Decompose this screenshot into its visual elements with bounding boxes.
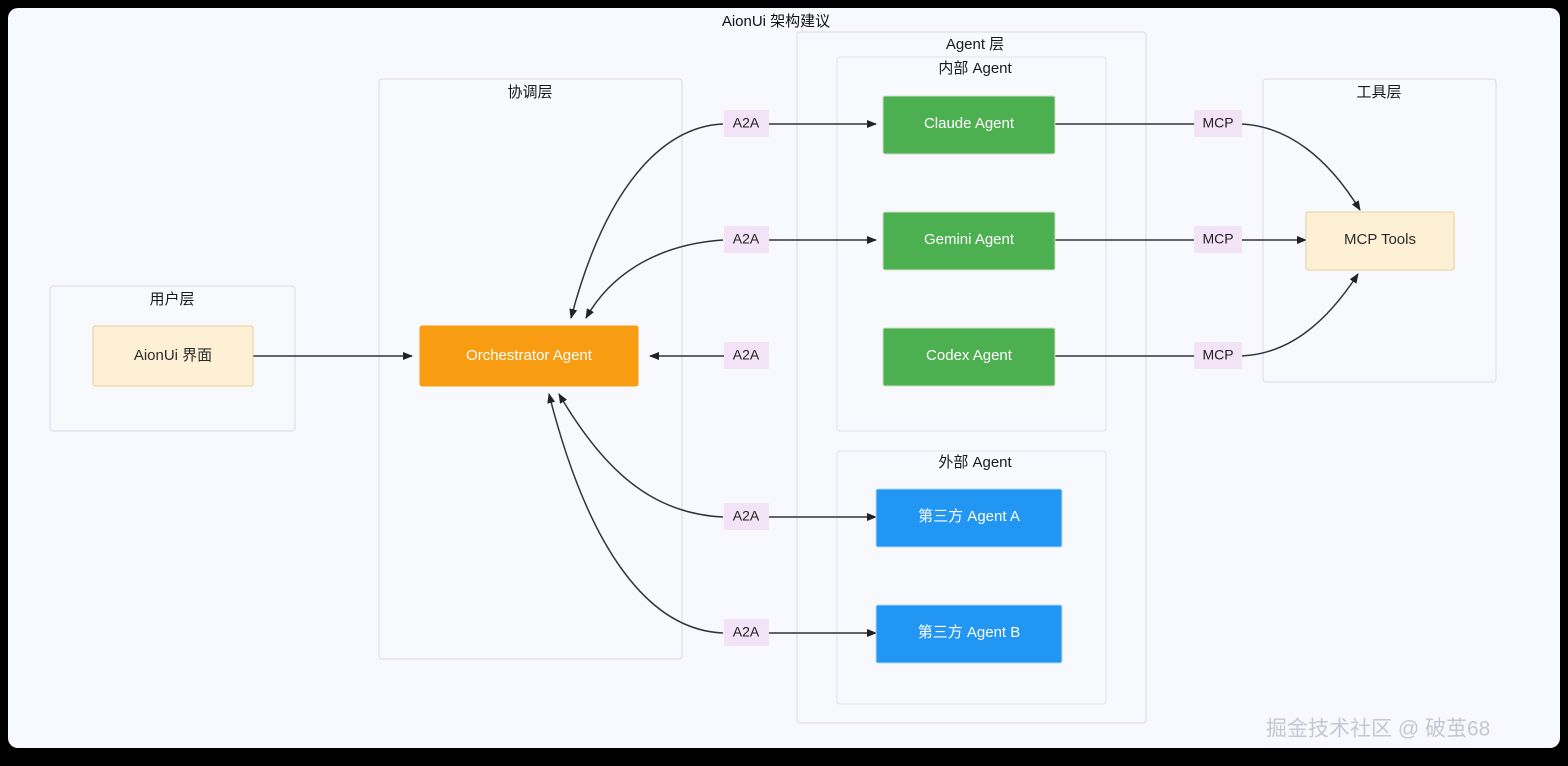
agent-layer-title: Agent 层 bbox=[946, 36, 1004, 53]
node-claude-agent-label: Claude Agent bbox=[924, 115, 1015, 132]
coordination-layer-title: 协调层 bbox=[507, 84, 552, 101]
edge-label-a2a-third-a: A2A bbox=[724, 503, 769, 530]
node-third-party-agent-b[interactable]: 第三方 Agent B bbox=[875, 604, 1063, 664]
edge-label-a2a-claude-text: A2A bbox=[733, 115, 760, 131]
edge-third-a-to-orchestrator bbox=[558, 393, 724, 518]
edge-label-a2a-claude: A2A bbox=[724, 110, 769, 137]
edge-label-a2a-gemini-text: A2A bbox=[733, 231, 760, 247]
edge-label-a2a-third-b: A2A bbox=[724, 619, 769, 646]
edge-label-mcp-gemini-text: MCP bbox=[1202, 231, 1233, 247]
edge-codex-to-mcp-tools bbox=[1240, 273, 1359, 357]
edge-gemini-to-orchestrator bbox=[585, 239, 724, 319]
node-third-party-agent-a[interactable]: 第三方 Agent A bbox=[875, 488, 1063, 548]
external-agent-title: 外部 Agent bbox=[938, 454, 1012, 471]
node-gemini-agent-label: Gemini Agent bbox=[924, 231, 1015, 248]
edges-group bbox=[253, 120, 1361, 637]
diagram-canvas: AionUi 架构建议 用户层 协调层 Agent 层 内部 Agent 外部 bbox=[8, 8, 1560, 748]
node-third-party-agent-b-label: 第三方 Agent B bbox=[918, 623, 1021, 641]
edge-label-a2a-codex: A2A bbox=[724, 342, 769, 369]
node-codex-agent[interactable]: Codex Agent bbox=[882, 327, 1056, 387]
edge-label-a2a-gemini: A2A bbox=[724, 226, 769, 253]
diagram-title: AionUi 架构建议 bbox=[722, 13, 830, 30]
edge-label-mcp-claude: MCP bbox=[1194, 110, 1242, 137]
edge-label-a2a-codex-text: A2A bbox=[733, 347, 760, 363]
node-aionui-ui-label: AionUi 界面 bbox=[134, 347, 212, 364]
node-third-party-agent-a-label: 第三方 Agent A bbox=[918, 507, 1020, 525]
edge-claude-to-mcp-tools bbox=[1240, 123, 1361, 211]
node-aionui-ui[interactable]: AionUi 界面 bbox=[92, 325, 254, 387]
edge-label-mcp-gemini: MCP bbox=[1194, 226, 1242, 253]
node-orchestrator-agent[interactable]: Orchestrator Agent bbox=[419, 325, 639, 387]
edge-claude-to-orchestrator bbox=[569, 123, 724, 319]
edge-label-mcp-codex-text: MCP bbox=[1202, 347, 1233, 363]
node-codex-agent-label: Codex Agent bbox=[926, 347, 1013, 364]
edge-label-mcp-claude-text: MCP bbox=[1202, 115, 1233, 131]
edge-label-a2a-third-a-text: A2A bbox=[733, 508, 760, 524]
edge-label-mcp-codex: MCP bbox=[1194, 342, 1242, 369]
internal-agent-title: 内部 Agent bbox=[938, 60, 1012, 77]
node-mcp-tools[interactable]: MCP Tools bbox=[1305, 211, 1455, 271]
user-layer-title: 用户层 bbox=[149, 291, 194, 308]
node-mcp-tools-label: MCP Tools bbox=[1344, 231, 1416, 248]
node-orchestrator-agent-label: Orchestrator Agent bbox=[466, 347, 593, 364]
edge-third-b-to-orchestrator bbox=[547, 393, 724, 634]
edge-label-a2a-third-b-text: A2A bbox=[733, 624, 760, 640]
architecture-diagram: AionUi 架构建议 用户层 协调层 Agent 层 内部 Agent 外部 bbox=[49, 13, 1497, 741]
watermark-text: 掘金技术社区 @ 破茧68 bbox=[1266, 718, 1490, 741]
node-claude-agent[interactable]: Claude Agent bbox=[882, 95, 1056, 155]
tool-layer-title: 工具层 bbox=[1356, 84, 1401, 101]
node-gemini-agent[interactable]: Gemini Agent bbox=[882, 211, 1056, 271]
